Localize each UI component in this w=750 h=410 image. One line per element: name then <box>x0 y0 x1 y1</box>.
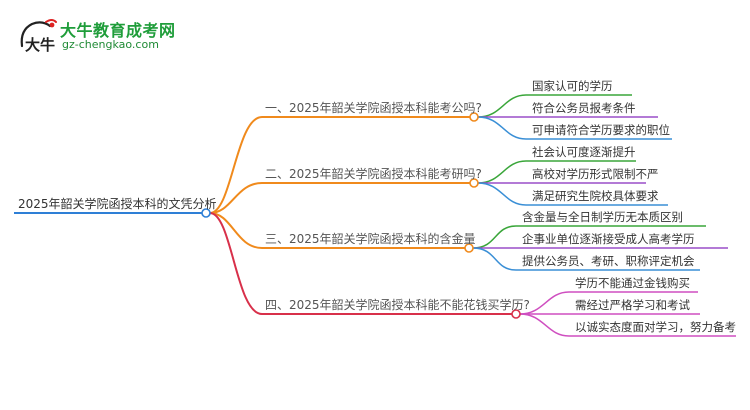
leaf-connector <box>477 94 527 118</box>
leaf-connector <box>477 182 527 206</box>
leaf-label: 国家认可的学历 <box>532 79 613 93</box>
svg-text:大牛: 大牛 <box>25 36 55 54</box>
leaf-label: 以诚实态度面对学习，努力备考 <box>575 320 736 334</box>
site-logo[interactable]: 大牛 大牛教育成考网 gz-chengkao.com <box>16 16 216 60</box>
leaf-label: 含金量与全日制学历无本质区别 <box>522 210 683 224</box>
leaf-connector <box>472 247 517 271</box>
branch-node <box>511 309 521 319</box>
leaf-label: 企事业单位逐渐接受成人高考学历 <box>522 232 695 246</box>
bull-logo-icon: 大牛 <box>20 19 57 54</box>
branch-connector <box>209 212 263 249</box>
leaf-label: 符合公务员报考条件 <box>532 101 636 115</box>
leaf-connector <box>472 225 517 249</box>
branch-label: 一、2025年韶关学院函授本科能考公吗? <box>265 101 482 115</box>
logo-title: 大牛教育成考网 <box>60 21 176 40</box>
root-node-label: 2025年韶关学院函授本科的文凭分析 <box>18 197 217 211</box>
leaf-connector <box>477 160 527 184</box>
leaf-label: 社会认可度逐渐提升 <box>532 145 636 159</box>
branch-label: 三、2025年韶关学院函授本科的含金量 <box>265 232 476 246</box>
leaf-label: 提供公务员、考研、职称评定机会 <box>522 254 695 268</box>
leaf-label: 满足研究生院校具体要求 <box>532 189 659 203</box>
branch-label: 四、2025年韶关学院函授本科能不能花钱买学历? <box>265 298 530 312</box>
leaf-label: 学历不能通过金钱购买 <box>575 276 690 290</box>
branch-node <box>464 243 474 253</box>
branch-connector <box>209 116 263 214</box>
branch-connector <box>209 212 263 315</box>
branch-node <box>469 178 479 188</box>
leaf-label: 可申请符合学历要求的职位 <box>532 123 670 137</box>
leaf-label: 高校对学历形式限制不严 <box>532 167 659 181</box>
leaf-label: 需经过严格学习和考试 <box>575 298 690 312</box>
leaf-connector <box>519 313 570 337</box>
branch-connector <box>209 182 263 214</box>
logo-url: gz-chengkao.com <box>62 38 159 51</box>
leaf-connector <box>477 116 527 140</box>
branch-label: 二、2025年韶关学院函授本科能考研吗? <box>265 167 482 181</box>
branch-node <box>469 112 479 122</box>
root-node <box>201 208 211 218</box>
